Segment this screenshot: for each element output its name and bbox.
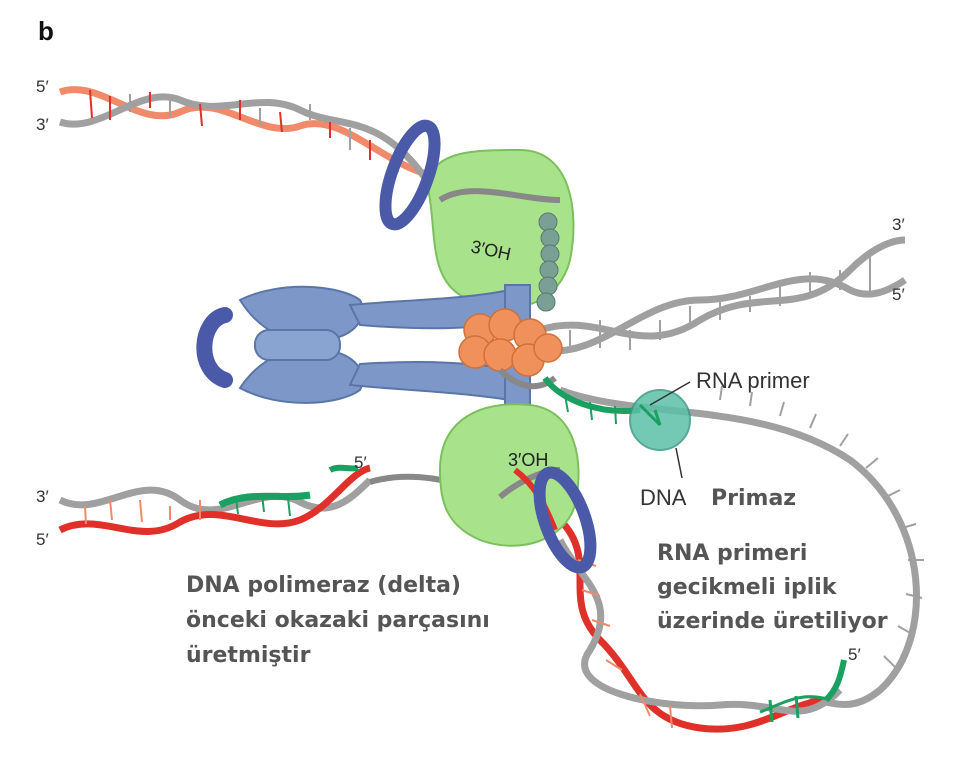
upper-polymerase-delta: [427, 148, 575, 309]
right-5-prime-label: 5′: [892, 285, 905, 304]
top-left-3-prime-label: 3′: [36, 115, 49, 134]
upper-sliding-clamp: [379, 119, 441, 231]
lower-sliding-clamp: [533, 466, 597, 574]
polymerase-caption-line-2: önceki okazaki parçasını: [186, 608, 490, 633]
rna-primer-label: RNA primer: [696, 368, 810, 393]
lagging-strand-caption: RNA primeri gecikmeli iplik üzerinde üre…: [657, 541, 888, 634]
dna-primase-label-primaz: Primaz: [711, 486, 796, 511]
panel-letter: b: [38, 16, 54, 46]
primase-pointer: [675, 447, 683, 479]
okazaki-5-prime-label: 5′: [354, 453, 367, 472]
helicase: [458, 308, 563, 377]
rna-primer-pointer: [649, 381, 691, 406]
polymerase-caption-line-3: üretmiştir: [186, 643, 311, 668]
polymerase-caption: DNA polimeraz (delta) önceki okazaki par…: [186, 573, 490, 668]
lower-3oh-label: 3′OH: [508, 450, 548, 470]
right-duplex: [538, 236, 907, 355]
top-left-duplex: [58, 86, 433, 187]
tether-beads: [536, 212, 560, 312]
polymerase-caption-line-1: DNA polimeraz (delta): [186, 573, 461, 598]
lagging-caption-line-3: üzerinde üretiliyor: [657, 609, 888, 634]
bottom-left-5-prime-label: 5′: [36, 530, 49, 549]
top-left-5-prime-label: 5′: [36, 77, 49, 96]
bottom-left-duplex: [58, 464, 501, 535]
dna-primase-label-dna: DNA: [640, 485, 687, 510]
lagging-caption-line-1: RNA primeri: [657, 541, 807, 566]
right-3-prime-label: 3′: [892, 215, 905, 234]
bottom-left-3-prime-label: 3′: [36, 487, 49, 506]
dna-primase: [629, 389, 691, 451]
lagging-caption-line-2: gecikmeli iplik: [657, 575, 838, 600]
loop-5-prime-label: 5′: [848, 645, 861, 664]
